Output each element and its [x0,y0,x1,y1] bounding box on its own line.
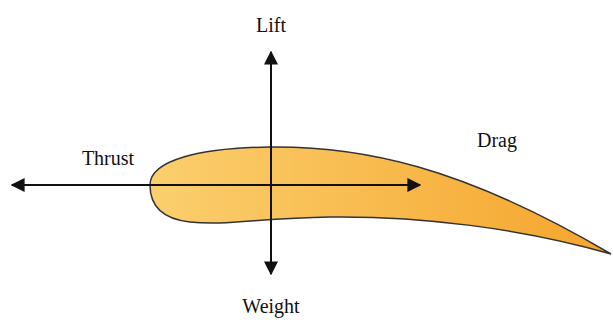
horizontal-force-arrow [220,184,420,186]
force-label: Thrust [82,146,134,170]
vertical-force-arrow [270,52,272,165]
vertical-force-arrow [270,165,272,274]
force-label: Lift [256,13,286,37]
force-label: Weight [242,294,299,318]
force-label: Drag [477,128,517,152]
airfoil-shape [150,147,611,254]
horizontal-force-arrow [12,184,220,186]
